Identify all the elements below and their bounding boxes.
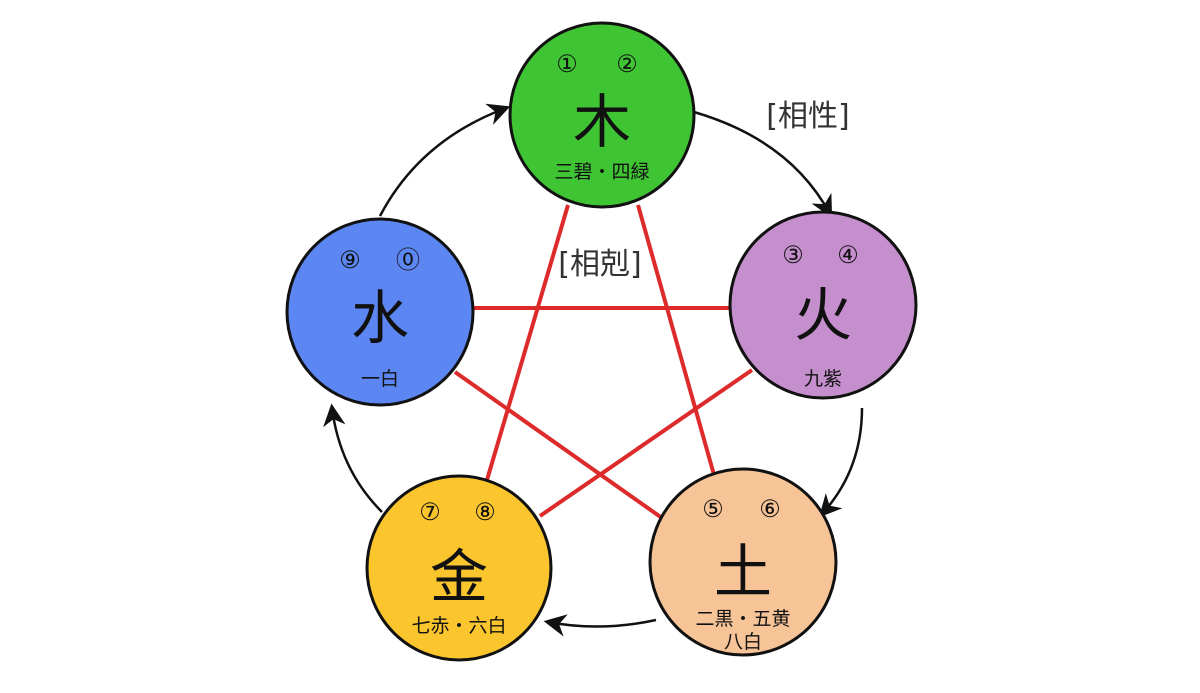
control-line-water-earth: [453, 370, 664, 520]
arrow-earth-metal: [543, 614, 657, 637]
number: ⑥: [759, 495, 781, 523]
star-names: 九紫: [804, 368, 842, 390]
controlling-star: [453, 204, 754, 520]
number: ⑤: [702, 495, 724, 523]
element-earth: ⑤ ⑥ 土 二黒・五黄 八白: [648, 467, 838, 657]
control-line-wood-metal: [485, 204, 570, 481]
arrow-metal-water: [323, 403, 383, 513]
controlling-label: [相剋]: [558, 247, 641, 282]
element-metal: ⑦ ⑧ 金 七赤・六白: [365, 474, 553, 662]
arrow-fire-earth: [818, 407, 864, 518]
number: ③: [782, 241, 804, 269]
star-names: 七赤・六白: [411, 615, 506, 637]
number: ⑨: [339, 246, 361, 274]
element-water: ⑨ ⓪ 水 一白: [285, 217, 475, 407]
element-name: 金: [430, 543, 488, 611]
element-name: 土: [714, 538, 772, 606]
element-name: 火: [794, 281, 852, 349]
number: ⑦: [419, 498, 441, 526]
number: ②: [616, 50, 638, 78]
control-line-wood-earth: [636, 204, 718, 483]
arrow-water-wood: [378, 103, 511, 217]
element-fire: ③ ④ 火 九紫: [728, 210, 918, 400]
control-line-fire-metal: [538, 368, 754, 518]
number: ⑧: [474, 498, 496, 526]
number: ①: [556, 50, 578, 78]
star-names: 二黒・五黄: [695, 608, 790, 630]
star-names: 八白: [724, 631, 762, 653]
element-name: 木: [573, 88, 631, 156]
generating-cycle: [323, 103, 864, 637]
number: ⓪: [396, 246, 420, 274]
star-names: 三碧・四緑: [554, 161, 649, 183]
arrow-wood-fire: [693, 110, 833, 218]
element-name: 水: [351, 284, 409, 352]
number: ④: [837, 241, 859, 269]
generating-label: [相性]: [766, 99, 849, 134]
element-wood: ① ② 木 三碧・四緑: [508, 21, 696, 209]
star-names: 一白: [361, 368, 399, 390]
